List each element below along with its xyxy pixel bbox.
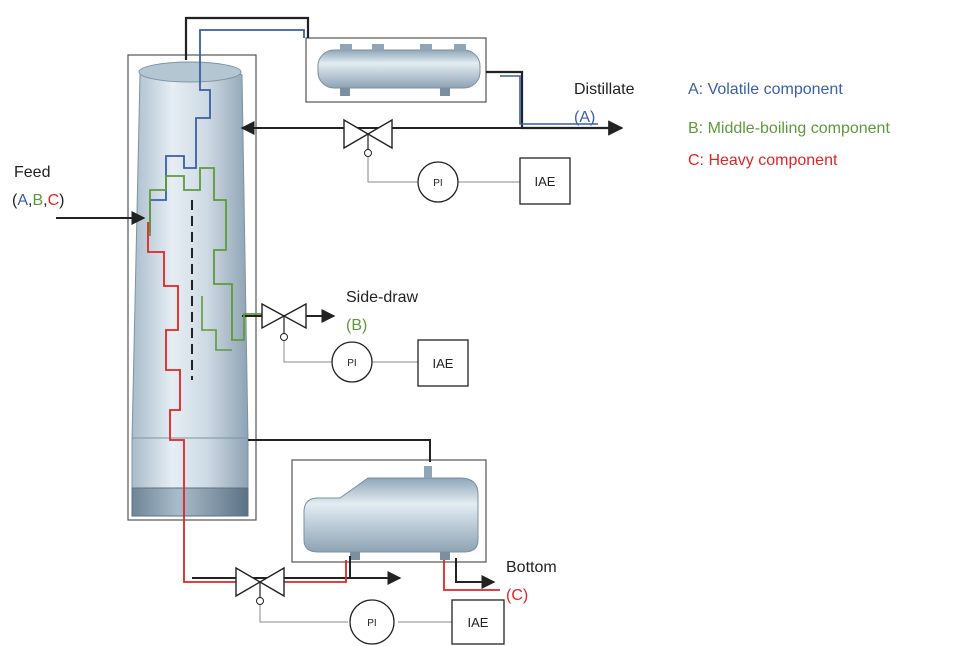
distillate-component: (A) bbox=[574, 109, 595, 126]
feed-comma-2: , bbox=[43, 192, 47, 209]
side-draw-component: (B) bbox=[346, 317, 367, 334]
feed-component-b: B bbox=[32, 192, 43, 209]
component-a-path-2 bbox=[500, 75, 598, 125]
feed-component-c: C bbox=[48, 192, 60, 209]
legend-component-b: B: Middle-boiling component bbox=[688, 120, 890, 137]
signal-line-top bbox=[367, 157, 418, 183]
component-b-path-2 bbox=[201, 296, 232, 351]
feed-title: Feed bbox=[14, 164, 50, 181]
side-draw-component-b: B bbox=[351, 317, 362, 334]
pi-instrument-side[interactable] bbox=[331, 341, 373, 383]
iae-box-bottom[interactable] bbox=[451, 599, 505, 645]
bottom-title: Bottom bbox=[506, 559, 557, 576]
iae-label-bottom: IAE bbox=[468, 615, 489, 630]
distillate-line bbox=[486, 70, 624, 136]
reboiler-bottom-line bbox=[455, 558, 496, 589]
iae-box-top[interactable] bbox=[519, 157, 571, 205]
side-draw-open-paren: ( bbox=[346, 317, 352, 334]
iae-box-side[interactable] bbox=[417, 339, 469, 387]
iae-label-top: IAE bbox=[535, 174, 556, 189]
column-frame bbox=[127, 54, 257, 521]
component-b-path bbox=[149, 167, 262, 341]
distillation-column bbox=[131, 61, 249, 517]
signal-line-bottom bbox=[259, 605, 348, 623]
iae-label-side: IAE bbox=[433, 356, 454, 371]
signal-line-side bbox=[283, 341, 332, 363]
side-draw-valve[interactable] bbox=[261, 302, 307, 341]
pi-label-bottom: PI bbox=[367, 618, 376, 629]
bottom-to-reboiler-line bbox=[248, 439, 431, 462]
distillate-open-paren: ( bbox=[574, 109, 580, 126]
pi-instrument-bottom[interactable] bbox=[349, 599, 395, 645]
feed-close-paren: ) bbox=[59, 192, 64, 209]
component-c-path-2 bbox=[284, 560, 500, 591]
distillate-valve[interactable] bbox=[343, 118, 393, 157]
feed-component-a: A bbox=[17, 192, 28, 209]
bottom-open-paren: ( bbox=[506, 587, 512, 604]
reboiler bbox=[291, 459, 487, 563]
distillate-title: Distillate bbox=[574, 81, 635, 98]
pi-label-top: PI bbox=[433, 178, 442, 189]
feed-components: (A,B,C) bbox=[12, 192, 64, 209]
reflux-drum bbox=[305, 37, 487, 103]
component-c-path bbox=[147, 222, 236, 583]
legend-component-c: C: Heavy component bbox=[688, 152, 838, 169]
bottom-close-paren: ) bbox=[523, 587, 528, 604]
bottom-component: (C) bbox=[506, 587, 528, 604]
overhead-vapor-line bbox=[184, 16, 310, 60]
feed-open-paren: ( bbox=[12, 192, 18, 209]
distillate-close-paren: ) bbox=[590, 109, 595, 126]
feed-comma-1: , bbox=[28, 192, 32, 209]
side-draw-title: Side-draw bbox=[346, 289, 418, 306]
pi-instrument-top[interactable] bbox=[417, 161, 459, 203]
legend-component-a: A: Volatile component bbox=[688, 81, 843, 98]
distillate-component-a: A bbox=[579, 109, 590, 126]
side-draw-close-paren: ) bbox=[362, 317, 367, 334]
component-a-path bbox=[149, 29, 305, 232]
bottom-component-c: C bbox=[511, 587, 523, 604]
bottom-valve[interactable] bbox=[235, 566, 285, 605]
pi-label-side: PI bbox=[347, 358, 356, 369]
